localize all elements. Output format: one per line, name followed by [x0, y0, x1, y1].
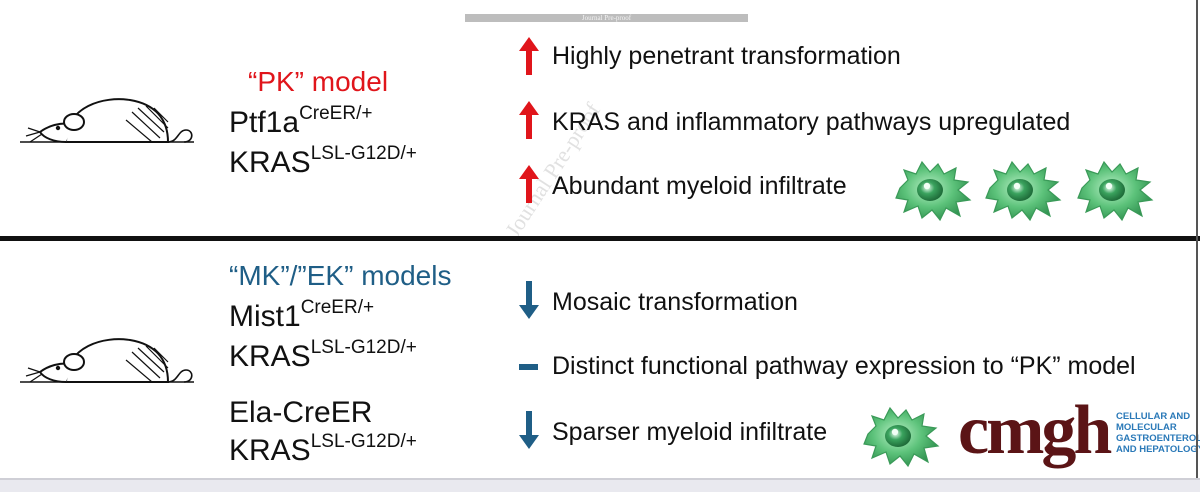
logo-subtitle-line: MOLECULAR [1116, 422, 1177, 433]
up-arrow-icon [518, 100, 540, 140]
ek-genotype-line-2: KRASLSL-G12D/+ [229, 431, 417, 467]
mk-genotype-line-2: KRASLSL-G12D/+ [229, 337, 417, 373]
logo-subtitle-line: AND HEPATOLOGY [1116, 444, 1200, 455]
myeloid-cell-icon [894, 158, 972, 222]
ek-genotype-line-1: Ela-CreER [229, 396, 373, 429]
mouse-illustration-icon [18, 92, 196, 156]
logo-subtitle-line: GASTROENTEROLOGY [1116, 433, 1200, 444]
myeloid-cell-icon [984, 158, 1062, 222]
pk-feature-1: Highly penetrant transformation [552, 42, 901, 70]
mouse-illustration-icon [18, 332, 196, 396]
mk-ek-model-title: “MK”/”EK” models [229, 260, 452, 291]
up-arrow-icon [518, 164, 540, 204]
pk-feature-2: KRAS and inflammatory pathways upregulat… [552, 108, 1071, 136]
cmgh-logo-wordmark: cmgh [958, 392, 1112, 469]
up-arrow-icon [518, 36, 540, 76]
mk-feature-3: Sparser myeloid infiltrate [552, 418, 828, 446]
mk-feature-1: Mosaic transformation [552, 288, 798, 316]
bottom-border [0, 478, 1200, 480]
mk-genotype-line-1: Mist1CreER/+ [229, 297, 375, 333]
pk-feature-3: Abundant myeloid infiltrate [552, 172, 847, 200]
pk-model-title: “PK” model [248, 66, 389, 97]
bottom-shade [0, 480, 1200, 492]
right-border [1196, 0, 1198, 480]
down-arrow-icon [518, 410, 540, 450]
journal-preproof-bar: Journal Pre-proof [465, 14, 748, 22]
neutral-dash-icon [519, 364, 538, 370]
panel-divider [0, 236, 1200, 241]
pk-genotype-line-2: KRASLSL-G12D/+ [229, 143, 417, 179]
myeloid-cell-icon [862, 404, 940, 468]
pk-genotype-line-1: Ptf1aCreER/+ [229, 103, 373, 139]
cmgh-logo-subtitle: CELLULAR AND MOLECULAR GASTROENTEROLOGY … [1116, 411, 1200, 455]
down-arrow-icon [518, 280, 540, 320]
logo-subtitle-line: CELLULAR AND [1116, 411, 1191, 422]
mk-feature-2: Distinct functional pathway expression t… [552, 352, 1136, 380]
myeloid-cell-icon [1076, 158, 1154, 222]
